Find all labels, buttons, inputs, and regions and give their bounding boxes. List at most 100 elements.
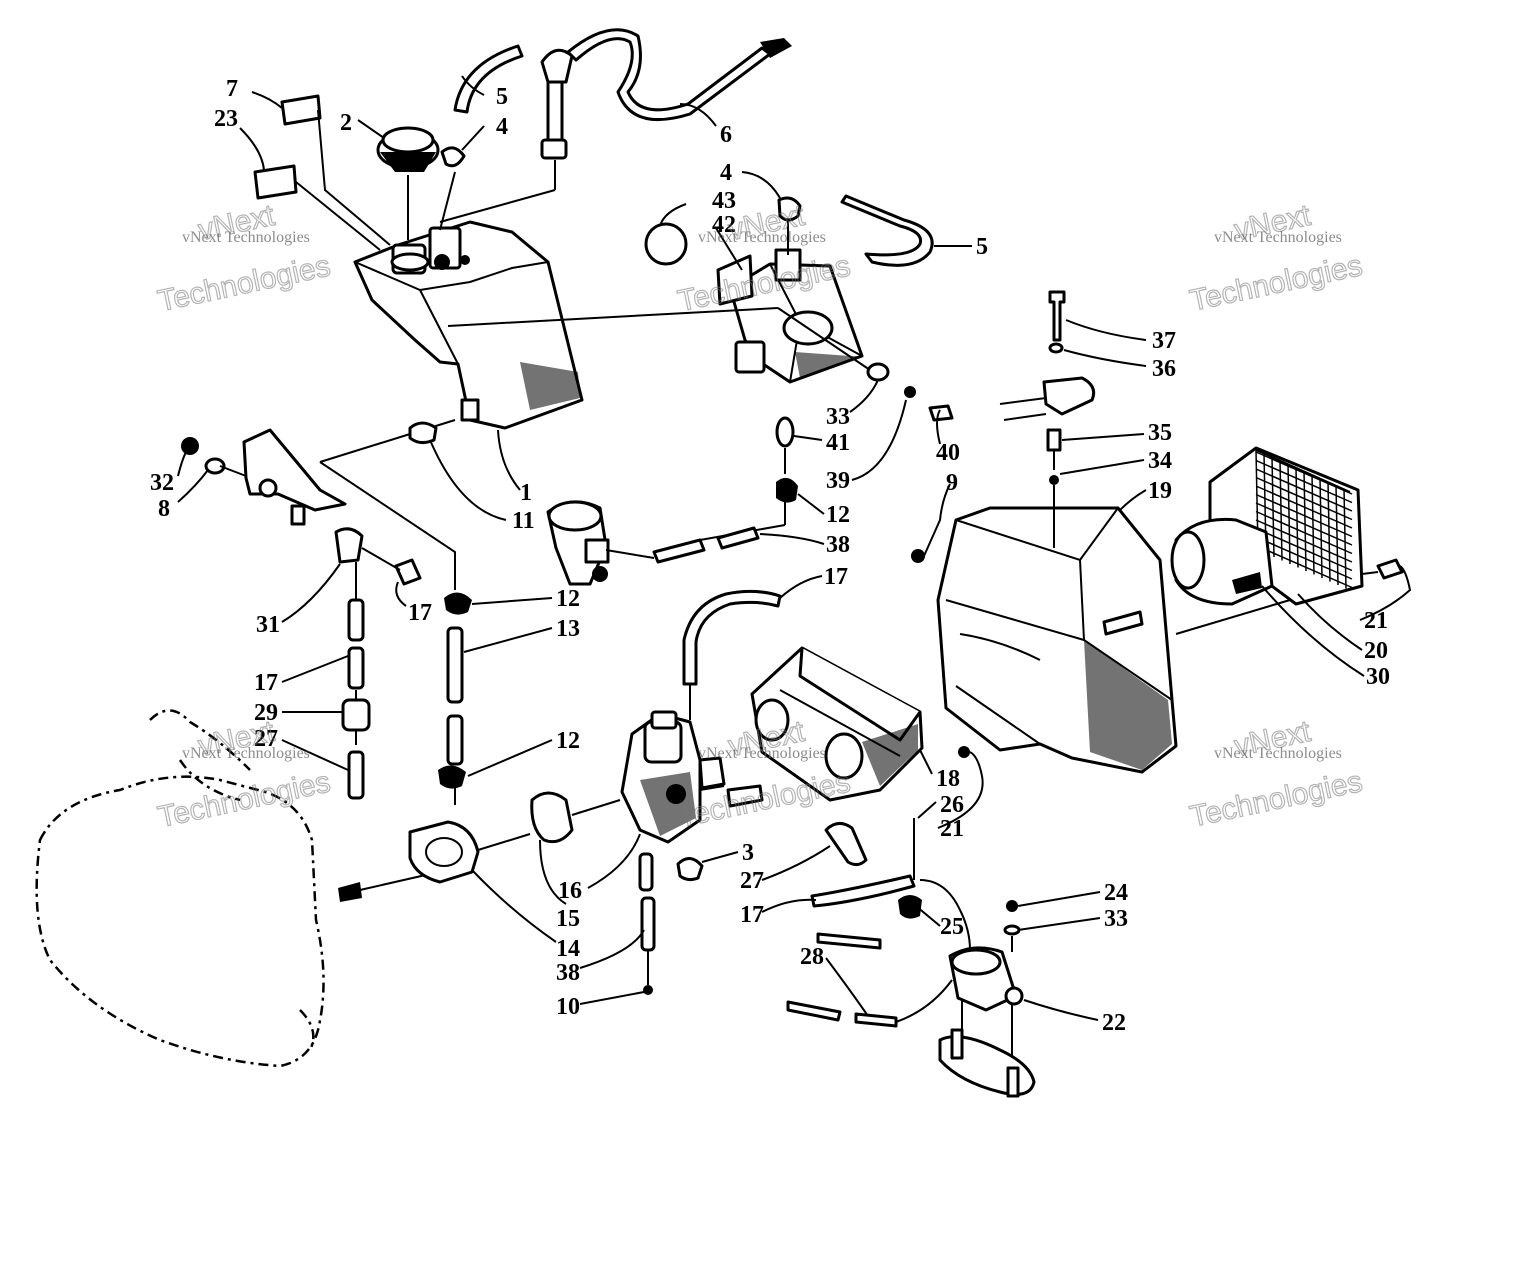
screw-21-silencer <box>958 746 970 758</box>
callout-4: 4 <box>720 160 732 186</box>
callout-42: 42 <box>712 212 736 238</box>
fuel-pump-22 <box>948 946 1024 1068</box>
clamp-12-upper <box>444 592 472 615</box>
oil-tank <box>644 222 864 384</box>
leader-lines <box>177 75 1412 1021</box>
choke-clamp-35 <box>999 376 1096 421</box>
spacer-35 <box>1046 428 1062 452</box>
callout-10: 10 <box>556 994 580 1020</box>
callout-4: 4 <box>496 114 508 140</box>
callout-11: 11 <box>512 508 535 534</box>
hose-28-lower-b <box>854 1012 898 1028</box>
watermark-bottom-left: vNext vNext Technologies Technologies <box>155 714 334 835</box>
callout-33: 33 <box>1104 906 1128 932</box>
watermark-bottom-right: vNext vNext Technologies Technologies <box>1186 714 1365 834</box>
callout-39: 39 <box>826 468 850 494</box>
carburetor-16 <box>620 710 726 844</box>
hose-clamp-4 <box>440 146 466 168</box>
callout-21: 21 <box>1364 608 1388 634</box>
primer-fitting-31 <box>334 527 364 564</box>
callout-24: 24 <box>1104 880 1128 906</box>
svg-text:Technologies: Technologies <box>1187 765 1365 834</box>
callout-23: 23 <box>214 106 238 132</box>
callout-28: 28 <box>800 944 824 970</box>
callout-20: 20 <box>1364 638 1388 664</box>
callout-35: 35 <box>1148 420 1172 446</box>
engine-outline <box>35 709 362 1068</box>
callout-17: 17 <box>824 564 848 590</box>
clamp-12-oil <box>776 477 798 503</box>
callout-31: 31 <box>256 612 280 638</box>
callout-8: 8 <box>158 496 170 522</box>
fuel-filter-29 <box>341 690 371 745</box>
svg-text:vNext Technologies: vNext Technologies <box>698 745 826 762</box>
callout-25: 25 <box>940 914 964 940</box>
callout-40: 40 <box>936 440 960 466</box>
callout-26: 26 <box>940 792 964 818</box>
fan-shroud-19 <box>936 506 1178 774</box>
callout-17: 17 <box>254 670 278 696</box>
oil-line-38a <box>652 538 706 564</box>
svg-text:vNext Technologies: vNext Technologies <box>182 745 310 762</box>
carb-line-38-upper <box>638 852 654 892</box>
callout-41: 41 <box>826 430 850 456</box>
pulse-line-13 <box>446 626 464 704</box>
callout-6: 6 <box>720 122 732 148</box>
clamp-12-lower <box>438 765 466 789</box>
callout-13: 13 <box>556 616 580 642</box>
callout-5: 5 <box>976 234 988 260</box>
callout-27: 27 <box>254 726 278 752</box>
decal-23 <box>253 164 298 200</box>
nut-24 <box>1006 900 1018 912</box>
washer-36 <box>1048 342 1064 354</box>
callout-17: 17 <box>740 902 764 928</box>
callout-34: 34 <box>1148 448 1172 474</box>
callout-12: 12 <box>826 502 850 528</box>
callout-43: 43 <box>712 188 736 214</box>
intake-clamp-15 <box>530 791 574 844</box>
callout-22: 22 <box>1102 1010 1126 1036</box>
callout-labels: 7 23 2 5 4 6 4 43 42 5 37 36 33 40 41 35… <box>150 76 1390 1036</box>
callout-15: 15 <box>556 906 580 932</box>
bolt-40-head <box>904 386 916 398</box>
bolt-37 <box>1048 290 1066 342</box>
decal-7 <box>280 94 322 126</box>
callout-38: 38 <box>556 960 580 986</box>
callout-32: 32 <box>150 470 174 496</box>
callout-12: 12 <box>556 728 580 754</box>
svg-text:vNext Technologies: vNext Technologies <box>1214 745 1342 762</box>
washer-33 <box>866 362 890 382</box>
carb-line-38-lower <box>640 896 656 952</box>
clamp-4-right <box>777 196 802 222</box>
fitting-17-top <box>394 558 422 586</box>
callout-18: 18 <box>936 766 960 792</box>
oil-line-38b <box>716 526 760 550</box>
clip-3 <box>676 857 704 882</box>
callout-17: 17 <box>408 600 432 626</box>
callout-30: 30 <box>1366 664 1390 690</box>
svg-text:vNext Technologies: vNext Technologies <box>182 229 310 246</box>
fitting-11 <box>408 421 438 445</box>
fuel-sender-cable <box>439 28 792 223</box>
svg-text:Technologies: Technologies <box>155 249 333 318</box>
fuel-line-17-seg2 <box>347 646 365 690</box>
hose-clamp-27 <box>824 822 868 867</box>
fitting-25 <box>898 895 922 919</box>
hose-28-upper <box>816 932 882 950</box>
plug-10 <box>643 985 653 995</box>
callout-7: 7 <box>226 76 238 102</box>
washer-33-pump <box>1003 924 1021 936</box>
fitting-41 <box>775 416 795 448</box>
intake-flange-14 <box>408 820 480 884</box>
callout-33: 33 <box>826 404 850 430</box>
bolt-34-top <box>1049 475 1059 485</box>
svg-text:vNext Technologies: vNext Technologies <box>1214 229 1342 246</box>
callout-1: 1 <box>520 480 532 506</box>
screw-9 <box>911 549 925 563</box>
callout-36: 36 <box>1152 356 1176 382</box>
fuel-line-17-lower <box>810 874 916 908</box>
screw-21-screen <box>1361 558 1404 580</box>
silencer-tube-30 <box>1170 517 1274 606</box>
